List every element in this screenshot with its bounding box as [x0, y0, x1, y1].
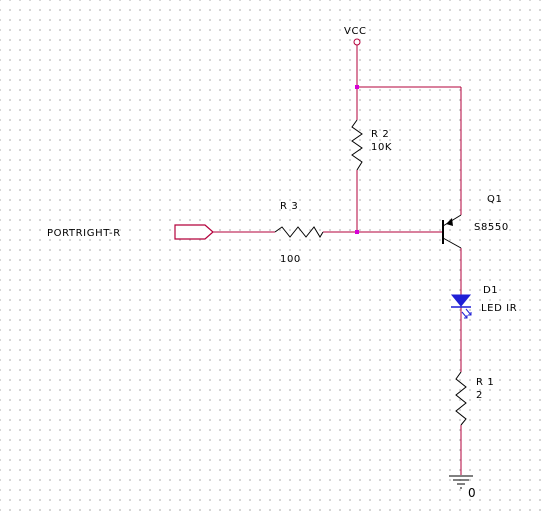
transistor-q1[interactable]: Q1 S8550 [442, 194, 509, 249]
port-portright-r[interactable]: PORTRIGHT-R [47, 224, 214, 240]
r3-value-label: 100 [280, 254, 301, 265]
junction-dot [355, 85, 359, 89]
wires [213, 45, 462, 475]
r1-ref-label: R 1 [476, 377, 494, 388]
junctions [355, 85, 359, 234]
r2-value-label: 10K [371, 142, 392, 153]
resistor-r3-icon [274, 226, 324, 238]
resistor-r3[interactable]: R 3 100 [274, 201, 324, 265]
transistor-emitter-arrow-icon [446, 218, 453, 226]
d1-value-label: LED IR [481, 303, 517, 314]
resistor-r1[interactable]: R 1 2 [455, 371, 494, 426]
vcc-label: VCC [344, 26, 367, 37]
resistor-r2[interactable]: R 2 10K [351, 119, 392, 171]
led-emission-arrows-icon [461, 308, 472, 319]
ground-label: 0 [468, 486, 476, 500]
r3-ref-label: R 3 [280, 201, 298, 212]
d1-ref-label: D1 [483, 285, 498, 296]
resistor-r2-icon [351, 119, 363, 171]
ground-icon [449, 475, 473, 489]
r1-value-label: 2 [476, 390, 483, 401]
transistor-collector-lead [442, 237, 462, 249]
q1-ref-label: Q1 [487, 194, 502, 205]
junction-dot [355, 230, 359, 234]
port-arrow-icon [174, 224, 214, 240]
led-triangle-icon [450, 294, 472, 307]
led-d1[interactable]: D1 LED IR [450, 285, 517, 319]
vcc-power-symbol[interactable]: VCC [344, 26, 367, 46]
ground-symbol[interactable]: 0 [449, 475, 476, 500]
r2-ref-label: R 2 [371, 129, 389, 140]
q1-value-label: S8550 [474, 222, 509, 233]
vcc-terminal-icon [353, 38, 361, 46]
resistor-r1-icon [455, 371, 467, 426]
port-label: PORTRIGHT-R [47, 228, 121, 239]
